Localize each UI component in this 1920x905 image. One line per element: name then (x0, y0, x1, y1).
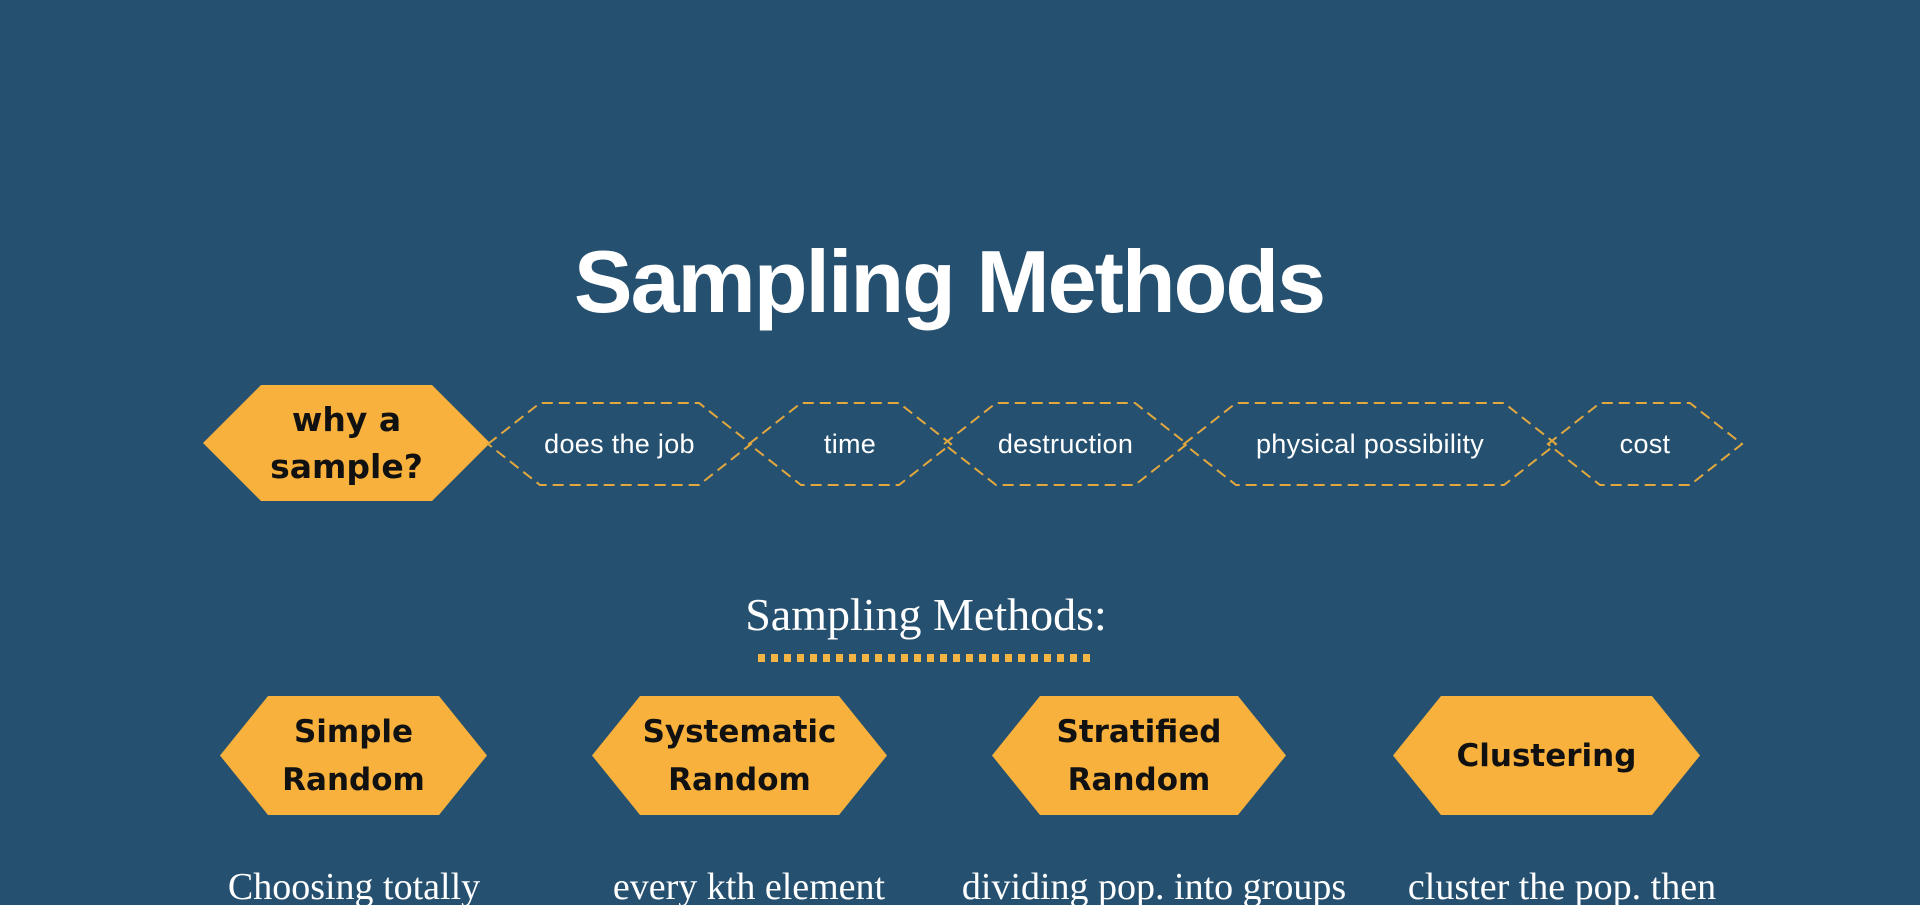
reason-label: physical possibility (1255, 428, 1485, 459)
dashed-hexagon-outline (1182, 402, 1558, 486)
method-label-line1: Simple (293, 713, 414, 750)
method-label-line2: Random (1067, 761, 1211, 798)
section-heading: Sampling Methods: (745, 589, 1107, 640)
reason-hexagon-time: time (747, 401, 953, 487)
slide-title: Sampling Methods (573, 232, 1326, 331)
method-label-line1: Stratified (1056, 713, 1222, 750)
why-hexagon-label-line2: sample? (270, 447, 423, 486)
reason-hexagon-does-the-job: does the job (486, 401, 753, 487)
method-label-line2: Random (282, 761, 425, 798)
reason-hexagon-physical-possibility: physical possibility (1182, 401, 1558, 487)
reason-label: cost (1619, 428, 1671, 459)
dashed-hexagon-outline (1546, 402, 1744, 486)
why-hexagon-label-line1: why a (291, 400, 402, 439)
method-label-line2: Random (668, 761, 811, 798)
method-hexagon-systematic-random: Systematic Random (592, 696, 887, 815)
dashed-hexagon-outline (942, 402, 1189, 486)
method-hexagon-clustering: Clustering (1393, 696, 1700, 815)
reason-hexagon-destruction: destruction (942, 401, 1189, 487)
method-hexagon-stratified-random: Stratified Random (992, 696, 1286, 815)
dotted-underline (758, 654, 1094, 662)
why-a-sample-hexagon: why a sample? (203, 385, 490, 501)
method-description-clustering: cluster the pop. then (1407, 866, 1717, 905)
dashed-hexagon-outline (747, 402, 953, 486)
dashed-hexagon-outline (486, 402, 753, 486)
method-label-line1: Clustering (1456, 737, 1637, 774)
method-description-simple-random: Choosing totally (227, 866, 481, 905)
method-label-line1: Systematic (642, 713, 837, 750)
reason-label: does the job (544, 428, 695, 459)
reason-label: destruction (997, 428, 1134, 459)
reason-label: time (823, 428, 877, 459)
method-description-stratified-random: dividing pop. into groups (961, 866, 1347, 905)
method-hexagon-simple-random: Simple Random (220, 696, 487, 815)
reason-hexagon-cost: cost (1546, 401, 1744, 487)
method-description-systematic-random: every kth element (612, 866, 886, 905)
